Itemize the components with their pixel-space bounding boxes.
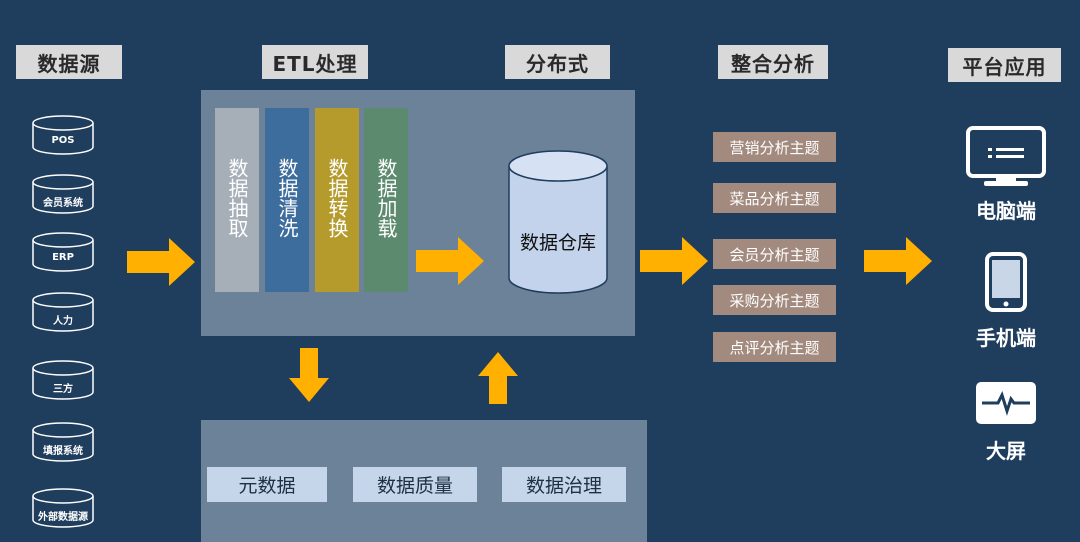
- data-warehouse: 数据仓库: [508, 150, 608, 295]
- header-integration: 整合分析: [718, 45, 828, 79]
- source-database: 填报系统: [32, 422, 94, 462]
- data-governance-box: 数据治理: [502, 467, 626, 502]
- header-distributed: 分布式: [505, 45, 610, 79]
- theme-dishes: 菜品分析主题: [713, 183, 836, 213]
- database-icon: [32, 232, 94, 272]
- theme-members: 会员分析主题: [713, 239, 836, 269]
- source-database: 外部数据源: [32, 488, 94, 528]
- header-sources: 数据源: [16, 45, 122, 79]
- theme-marketing: 营销分析主题: [713, 132, 836, 162]
- header-etl: ETL处理: [262, 45, 368, 79]
- data-quality-box: 数据质量: [353, 467, 477, 502]
- arrow-up-icon: [478, 352, 518, 404]
- database-icon: [32, 360, 94, 400]
- etl-step-label: 数据转换: [325, 158, 349, 238]
- big-screen-icon: [976, 382, 1036, 424]
- source-label: POS: [51, 135, 75, 146]
- etl-step-extract: 数据抽取: [215, 108, 259, 292]
- theme-purchasing: 采购分析主题: [713, 285, 836, 315]
- platform-label-mobile: 手机端: [976, 326, 1036, 350]
- source-database: 会员系统: [32, 174, 94, 214]
- source-label: 会员系统: [43, 198, 83, 209]
- database-icon: [32, 488, 94, 528]
- database-icon: [32, 115, 94, 155]
- source-database: POS: [32, 115, 94, 155]
- platform-label-bigscreen: 大屏: [986, 439, 1026, 463]
- source-label: 填报系统: [43, 446, 83, 457]
- etl-step-transform: 数据转换: [315, 108, 359, 292]
- database-icon: [32, 422, 94, 462]
- arrow-right-icon: [864, 237, 932, 285]
- source-label: ERP: [52, 252, 74, 263]
- source-database: 三方: [32, 360, 94, 400]
- source-label: 外部数据源: [38, 512, 88, 523]
- arrow-right-icon: [127, 238, 195, 286]
- warehouse-label: 数据仓库: [519, 232, 596, 254]
- source-label: 三方: [53, 384, 73, 395]
- arrow-right-icon: [416, 237, 484, 285]
- etl-step-label: 数据抽取: [225, 158, 249, 238]
- header-platform: 平台应用: [948, 48, 1061, 82]
- platform-label-pc: 电脑端: [976, 199, 1036, 223]
- metadata-box: 元数据: [207, 467, 327, 502]
- source-database: ERP: [32, 232, 94, 272]
- etl-step-label: 数据加载: [374, 158, 398, 238]
- source-database: 人力: [32, 292, 94, 332]
- etl-step-load: 数据加载: [364, 108, 408, 292]
- database-icon: [32, 292, 94, 332]
- arrow-right-icon: [640, 237, 708, 285]
- monitor-icon: [966, 126, 1046, 186]
- theme-reviews: 点评分析主题: [713, 332, 836, 362]
- arrow-down-icon: [289, 348, 329, 402]
- source-label: 人力: [53, 316, 73, 327]
- database-icon: [32, 174, 94, 214]
- etl-step-clean: 数据清洗: [265, 108, 309, 292]
- database-cylinder-icon: [508, 150, 608, 294]
- etl-step-label: 数据清洗: [275, 158, 299, 238]
- mobile-phone-icon: [985, 252, 1027, 312]
